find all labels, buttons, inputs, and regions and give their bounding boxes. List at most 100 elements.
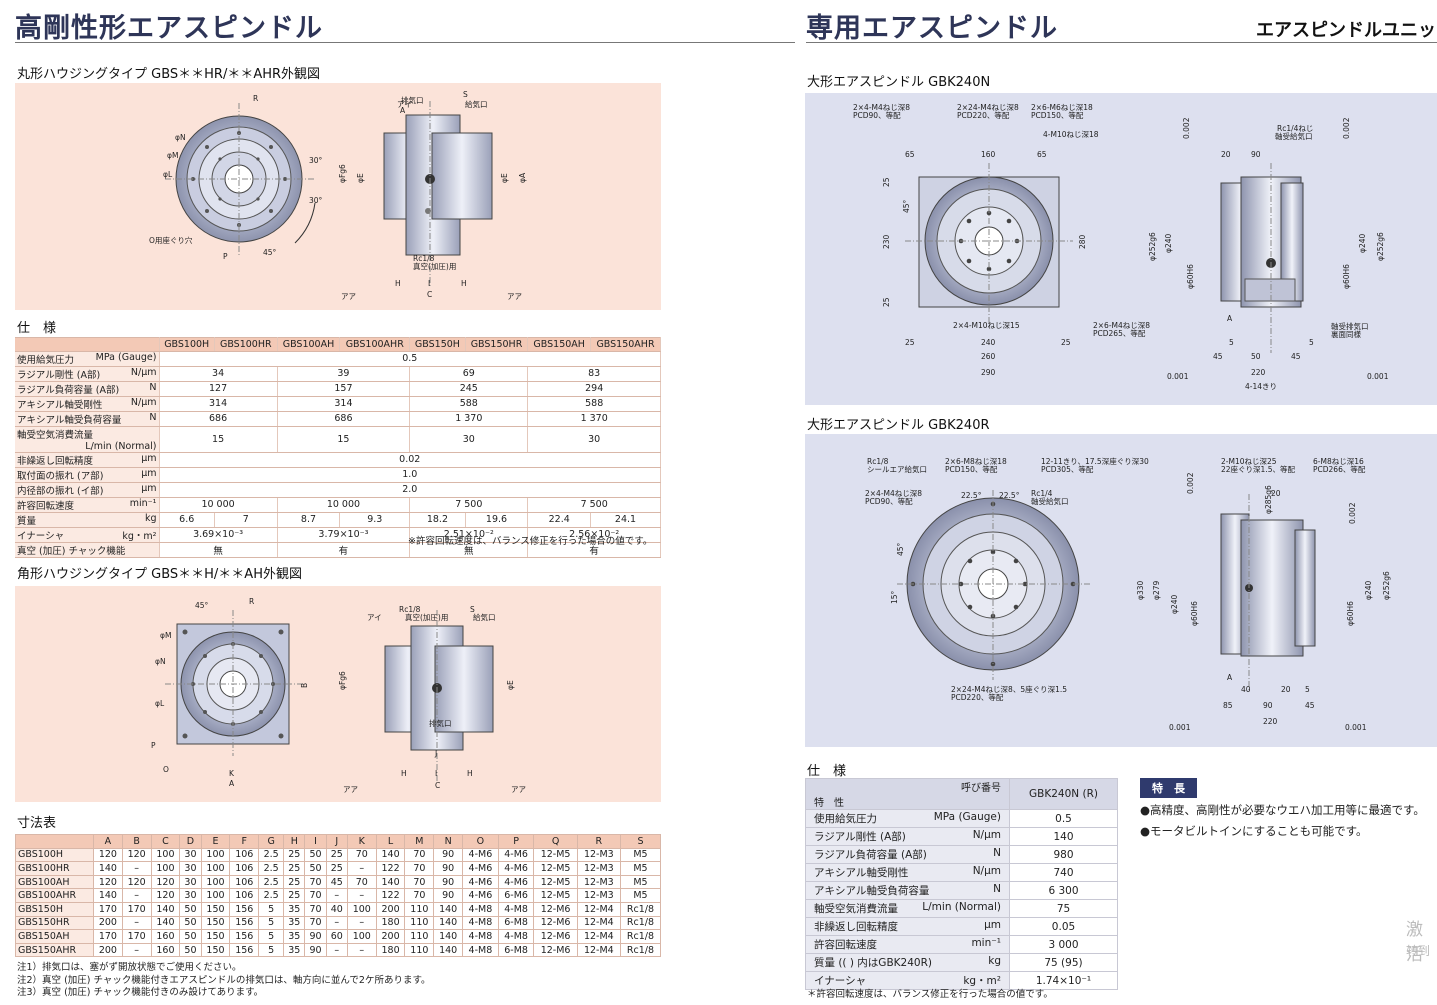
square-housing-title: 角形ハウジングタイプ GBS＊＊H/＊＊AH外観図 — [17, 567, 302, 582]
svg-text:Rc1/8: Rc1/8 — [413, 254, 435, 263]
right-spec-value: 1.74×10⁻¹ — [1009, 971, 1118, 990]
dim-row-name: GBS100AHR — [15, 888, 94, 903]
dim-cell: 180 — [375, 915, 406, 931]
dim-cell: 200 — [93, 915, 123, 931]
dim-header-cell: K — [346, 834, 377, 849]
dim-cell: 90 — [433, 847, 464, 863]
dim-cell: 5 — [258, 942, 285, 958]
svg-text:0.001: 0.001 — [1169, 723, 1191, 732]
dim-cell: Rc1/8 — [619, 901, 662, 917]
dim-cell: 4-M8 — [462, 942, 499, 958]
dim-header-cell: J — [325, 834, 348, 849]
spec-header-cell: GBS100HR — [214, 337, 278, 352]
svg-text:260: 260 — [981, 352, 996, 361]
svg-text:15°: 15° — [890, 590, 899, 604]
dim-cell: 150 — [200, 901, 231, 917]
svg-text:65: 65 — [1037, 150, 1047, 159]
spec-cell: 有 — [527, 541, 661, 558]
svg-text:φA: φA — [518, 172, 527, 183]
svg-text:90: 90 — [1263, 701, 1273, 710]
spec-cell: 0.02 — [159, 451, 661, 468]
spec-row-unit: kg — [144, 512, 157, 524]
dim-header-cell: M — [404, 834, 435, 849]
spec-row-label: アキシアル軸受剛性 — [17, 399, 103, 411]
svg-text:PCD150、等配: PCD150、等配 — [945, 464, 998, 474]
svg-text:H: H — [401, 769, 407, 778]
dim-cell: 100 — [200, 874, 231, 890]
svg-text:P: P — [151, 741, 156, 750]
watermark-line1: 激活 — [1406, 920, 1423, 965]
svg-text:45°: 45° — [195, 601, 209, 610]
round-housing-title: 丸形ハウジングタイプ GBS＊＊HR/＊＊AHR外観図 — [17, 67, 321, 82]
svg-text:Rc1/4ねじ: Rc1/4ねじ — [1277, 124, 1313, 133]
dim-cell: 70 — [304, 901, 327, 917]
spec-row-unit: MPa (Gauge) — [95, 351, 157, 363]
svg-text:φFg6: φFg6 — [338, 671, 347, 690]
svg-text:4-14きり: 4-14きり — [1245, 382, 1277, 391]
spec-cell: 無 — [409, 541, 529, 558]
dim-cell: – — [346, 915, 377, 931]
dim-cell: 150 — [200, 915, 231, 931]
dim-cell: 4-M6 — [497, 874, 535, 890]
svg-text:軸受給気口: 軸受給気口 — [1275, 131, 1313, 141]
dim-cell: 156 — [229, 929, 260, 944]
spec-row-unit: μm — [141, 467, 157, 479]
spec-cell: 22.4 — [527, 511, 591, 528]
svg-text:H: H — [461, 279, 467, 288]
svg-text:45°: 45° — [902, 199, 911, 213]
spec-cell: 無 — [159, 541, 278, 558]
spec-cell: 6.6 — [159, 511, 215, 528]
dim-cell: M5 — [619, 888, 662, 903]
svg-text:アア: アア — [343, 785, 358, 794]
note-line: 注2）真空 (加圧) チャック機能付きエアスピンドルの排気口は、軸方向に並んで2… — [17, 974, 431, 986]
dim-cell: 12-M4 — [576, 901, 621, 917]
spec-row-label: 使用給気圧力 — [17, 354, 75, 366]
dim-cell: 12-M6 — [533, 915, 578, 931]
dim-cell: 70 — [346, 874, 377, 890]
dim-row-name: GBS100HR — [15, 861, 94, 876]
svg-text:A: A — [229, 779, 235, 788]
svg-text:PCD265、等配: PCD265、等配 — [1093, 328, 1146, 338]
dim-cell: 4-M8 — [462, 915, 499, 931]
spec-row-unit: N — [149, 411, 157, 423]
svg-text:I: I — [428, 279, 430, 288]
svg-text:22座ぐり深1.5、等配: 22座ぐり深1.5、等配 — [1221, 464, 1295, 474]
dim-cell: 150 — [200, 942, 231, 958]
notes: 注1）排気口は、塞がず開放状態でご使用ください。注2）真空 (加圧) チャック機… — [17, 962, 431, 1000]
dim-cell: 70 — [304, 874, 327, 890]
svg-text:22.5°: 22.5° — [961, 491, 982, 500]
dim-cell: 12-M5 — [533, 888, 578, 903]
dim-cell: Rc1/8 — [619, 942, 662, 958]
dim-cell: 25 — [283, 874, 306, 890]
dim-cell: M5 — [619, 847, 662, 863]
round-housing-svg: R φN φM φL 30° 30° 45° O用座ぐり穴 P アイ 排気口 S… — [149, 90, 527, 301]
dim-table-title: 寸法表 — [17, 816, 57, 831]
square-housing-svg: 45° R φM φN φL P O K A B アイ Rc1/8 真空(加圧)… — [151, 597, 526, 794]
dim-cell: 4-M6 — [497, 861, 535, 876]
dim-header-cell: D — [179, 834, 202, 849]
svg-text:アイ: アイ — [397, 100, 412, 109]
svg-text:φL: φL — [163, 170, 173, 179]
dim-row-name: GBS150H — [15, 901, 94, 917]
right-page-title: 専用エアスピンドル — [806, 13, 1058, 44]
dim-cell: – — [121, 915, 152, 931]
svg-text:φ279: φ279 — [1152, 581, 1161, 600]
svg-text:O用座ぐり穴: O用座ぐり穴 — [149, 235, 193, 245]
svg-text:シールエア給気口: シールエア給気口 — [867, 464, 927, 474]
spec-row-label: 質量 — [17, 515, 37, 527]
dim-row-name: GBS150HR — [15, 915, 94, 931]
svg-text:PCD90、等配: PCD90、等配 — [865, 496, 913, 506]
svg-text:230: 230 — [882, 234, 891, 249]
dim-row-name: GBS100AH — [15, 874, 94, 890]
dim-cell: 35 — [283, 929, 306, 944]
dim-cell: – — [121, 942, 152, 958]
svg-text:280: 280 — [1078, 234, 1087, 249]
dim-cell: 70 — [404, 861, 435, 876]
svg-text:給気口: 給気口 — [465, 99, 488, 109]
